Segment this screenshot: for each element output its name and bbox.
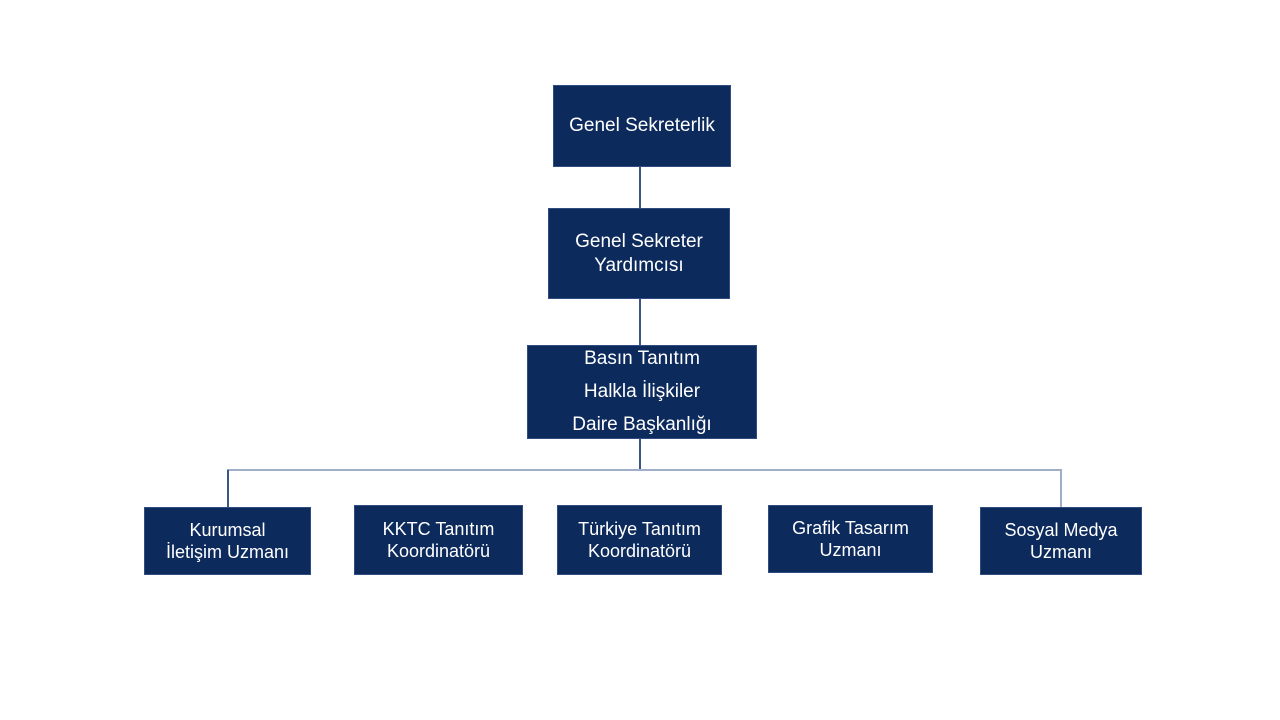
node-label-line: Sosyal Medya xyxy=(1004,519,1118,540)
node-kurumsal-iletisim-uzmani: Kurumsal İletişim Uzmanı xyxy=(144,507,311,575)
node-label-line: KKTC Tanıtım xyxy=(382,518,495,539)
connector-level3-rail xyxy=(639,439,641,470)
node-label-line: Basın Tanıtım xyxy=(584,348,700,370)
node-label-line: Uzmanı xyxy=(1029,542,1092,562)
node-label-line: İletişim Uzmanı xyxy=(165,542,290,562)
node-kktc-tanitim-koordinatoru: KKTC Tanıtım Koordinatörü xyxy=(354,505,523,575)
node-label-line: Uzmanı xyxy=(819,540,882,560)
node-genel-sekreter-yardimcisi: Genel Sekreter Yardımcısı xyxy=(548,208,730,299)
node-label-line: Grafik Tasarım xyxy=(792,517,909,538)
node-label-line: Koordinatörü xyxy=(386,541,491,561)
node-label-line: Genel Sekreter xyxy=(575,230,703,252)
node-label-line: Halkla İlişkiler xyxy=(583,381,701,403)
node-sosyal-medya-uzmani: Sosyal Medya Uzmanı xyxy=(980,507,1142,575)
connector-drop-left xyxy=(227,470,229,507)
node-label-line: Genel Sekreterlik xyxy=(569,115,715,137)
connector-level1-level2 xyxy=(639,167,641,208)
node-turkiye-tanitim-koordinatoru: Türkiye Tanıtım Koordinatörü xyxy=(557,505,722,575)
node-label-line: Türkiye Tanıtım xyxy=(578,518,701,539)
connector-drop-right xyxy=(1060,470,1062,507)
connector-horizontal-rail xyxy=(227,469,1062,471)
node-genel-sekreterlik: Genel Sekreterlik xyxy=(553,85,731,167)
node-label-line: Kurumsal xyxy=(189,519,266,540)
node-daire-baskanligi: Basın Tanıtım Halkla İlişkiler Daire Baş… xyxy=(527,345,757,439)
node-label-line: Yardımcısı xyxy=(594,254,684,276)
node-grafik-tasarim-uzmani: Grafik Tasarım Uzmanı xyxy=(768,505,933,573)
node-label-line: Daire Başkanlığı xyxy=(572,413,712,435)
connector-level2-level3 xyxy=(639,299,641,345)
node-label-line: Koordinatörü xyxy=(587,541,692,561)
